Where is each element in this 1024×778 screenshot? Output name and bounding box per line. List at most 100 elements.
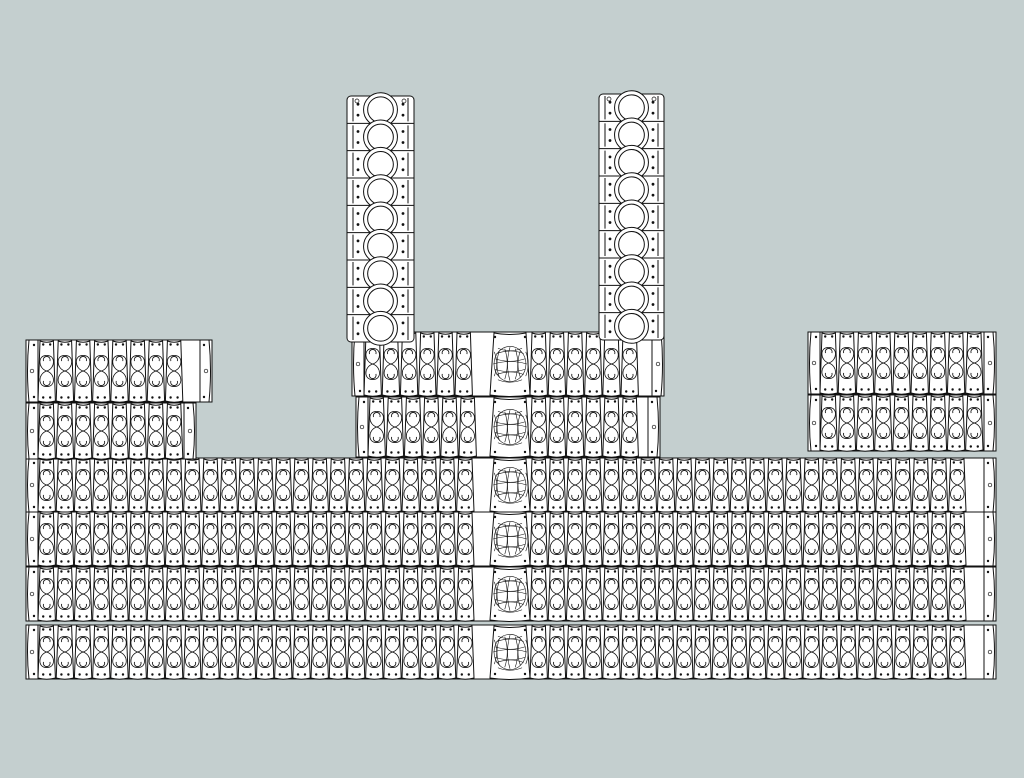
figure-eight-link-icon bbox=[387, 411, 403, 443]
lame-plate bbox=[929, 512, 949, 567]
lame-plate bbox=[219, 512, 238, 567]
lame-plate bbox=[820, 458, 840, 513]
lame-plate bbox=[367, 397, 386, 458]
figure-eight-link-icon bbox=[57, 469, 73, 501]
lame-plate bbox=[928, 332, 948, 395]
figure-eight-link-icon bbox=[859, 578, 874, 610]
figure-eight-link-icon bbox=[822, 523, 838, 555]
lame-plate bbox=[602, 332, 621, 397]
ring-link-icon bbox=[363, 283, 398, 319]
lame-plate bbox=[547, 512, 567, 567]
lame-plate bbox=[838, 458, 858, 513]
lame-plate bbox=[875, 458, 894, 513]
lame-plate bbox=[529, 397, 548, 458]
strap-plate bbox=[347, 228, 414, 264]
figure-eight-link-icon bbox=[403, 523, 418, 555]
figure-eight-link-icon bbox=[913, 469, 929, 501]
figure-eight-link-icon bbox=[369, 411, 384, 443]
figure-eight-link-icon bbox=[348, 578, 364, 610]
figure-eight-link-icon bbox=[112, 636, 127, 668]
ring-link-icon bbox=[614, 144, 649, 180]
figure-eight-link-icon bbox=[57, 523, 73, 555]
lame-plate bbox=[328, 567, 348, 622]
lame-plate bbox=[454, 332, 473, 397]
lame-plate bbox=[328, 512, 348, 567]
ring-link-icon bbox=[363, 201, 398, 237]
figure-eight-link-icon bbox=[549, 523, 565, 555]
figure-eight-link-icon bbox=[458, 578, 473, 610]
right-shoulder-strap bbox=[598, 90, 665, 344]
figure-eight-link-icon bbox=[804, 523, 819, 555]
lame-plate bbox=[255, 625, 275, 680]
figure-eight-link-icon bbox=[640, 578, 656, 610]
lame-plate bbox=[419, 567, 439, 622]
ring-link-icon bbox=[614, 308, 649, 344]
lame-plate bbox=[37, 403, 56, 460]
plate-row bbox=[807, 394, 997, 452]
lame-plate bbox=[346, 512, 366, 567]
lame-plate bbox=[440, 397, 459, 458]
lame-plate bbox=[965, 395, 984, 452]
lame-plate bbox=[766, 567, 785, 622]
figure-eight-link-icon bbox=[658, 523, 674, 555]
figure-eight-link-icon bbox=[731, 523, 747, 555]
figure-eight-link-icon bbox=[749, 578, 765, 610]
lame-plate bbox=[747, 458, 767, 513]
lame-plate bbox=[656, 512, 676, 567]
lame-plate bbox=[784, 512, 803, 567]
lame-plate bbox=[55, 625, 75, 680]
figure-eight-link-icon bbox=[786, 469, 801, 501]
lame-plate bbox=[819, 395, 838, 452]
figure-eight-link-icon bbox=[604, 636, 619, 668]
figure-eight-link-icon bbox=[401, 348, 417, 380]
lame-plate bbox=[766, 458, 785, 513]
lame-plate bbox=[237, 512, 257, 567]
figure-eight-link-icon bbox=[549, 348, 565, 380]
figure-eight-link-icon bbox=[913, 523, 929, 555]
knot-plate bbox=[489, 625, 531, 680]
lame-plate bbox=[565, 397, 585, 458]
lame-plate bbox=[747, 567, 767, 622]
lame-plate bbox=[401, 512, 420, 567]
lame-plate bbox=[857, 567, 876, 622]
lame-plate bbox=[638, 512, 658, 567]
lame-plate bbox=[55, 340, 75, 403]
lame-plate bbox=[928, 395, 948, 452]
figure-eight-link-icon bbox=[840, 636, 856, 668]
figure-eight-link-icon bbox=[166, 523, 182, 555]
figure-eight-link-icon bbox=[768, 578, 783, 610]
figure-eight-link-icon bbox=[549, 636, 565, 668]
lame-plate bbox=[675, 512, 694, 567]
lame-plate bbox=[128, 567, 147, 622]
lame-plate bbox=[274, 625, 293, 680]
lame-plate bbox=[73, 458, 93, 513]
lame-plate bbox=[874, 332, 893, 395]
figure-eight-link-icon bbox=[312, 578, 327, 610]
lame-plate bbox=[838, 567, 858, 622]
row-end-cap bbox=[27, 457, 39, 513]
lame-plate bbox=[910, 332, 929, 395]
figure-eight-link-icon bbox=[112, 578, 127, 610]
figure-eight-link-icon bbox=[460, 411, 475, 443]
figure-eight-link-icon bbox=[294, 578, 309, 610]
lame-plate bbox=[383, 567, 402, 622]
figure-eight-link-icon bbox=[622, 411, 637, 443]
figure-eight-link-icon bbox=[221, 523, 236, 555]
figure-eight-link-icon bbox=[677, 469, 692, 501]
lame-plate bbox=[584, 332, 603, 397]
lame-plate bbox=[128, 403, 147, 460]
lame-plate bbox=[529, 332, 548, 397]
figure-eight-link-icon bbox=[458, 469, 473, 501]
figure-eight-link-icon bbox=[385, 578, 400, 610]
figure-eight-link-icon bbox=[438, 348, 453, 380]
figure-eight-link-icon bbox=[348, 523, 364, 555]
figure-eight-link-icon bbox=[367, 636, 382, 668]
lame-plate bbox=[92, 340, 111, 403]
lame-plate bbox=[164, 458, 184, 513]
lame-plate bbox=[146, 512, 166, 567]
lame-plate bbox=[547, 332, 567, 397]
lame-plate bbox=[456, 625, 475, 680]
figure-eight-link-icon bbox=[822, 578, 838, 610]
lame-plate bbox=[638, 567, 658, 622]
